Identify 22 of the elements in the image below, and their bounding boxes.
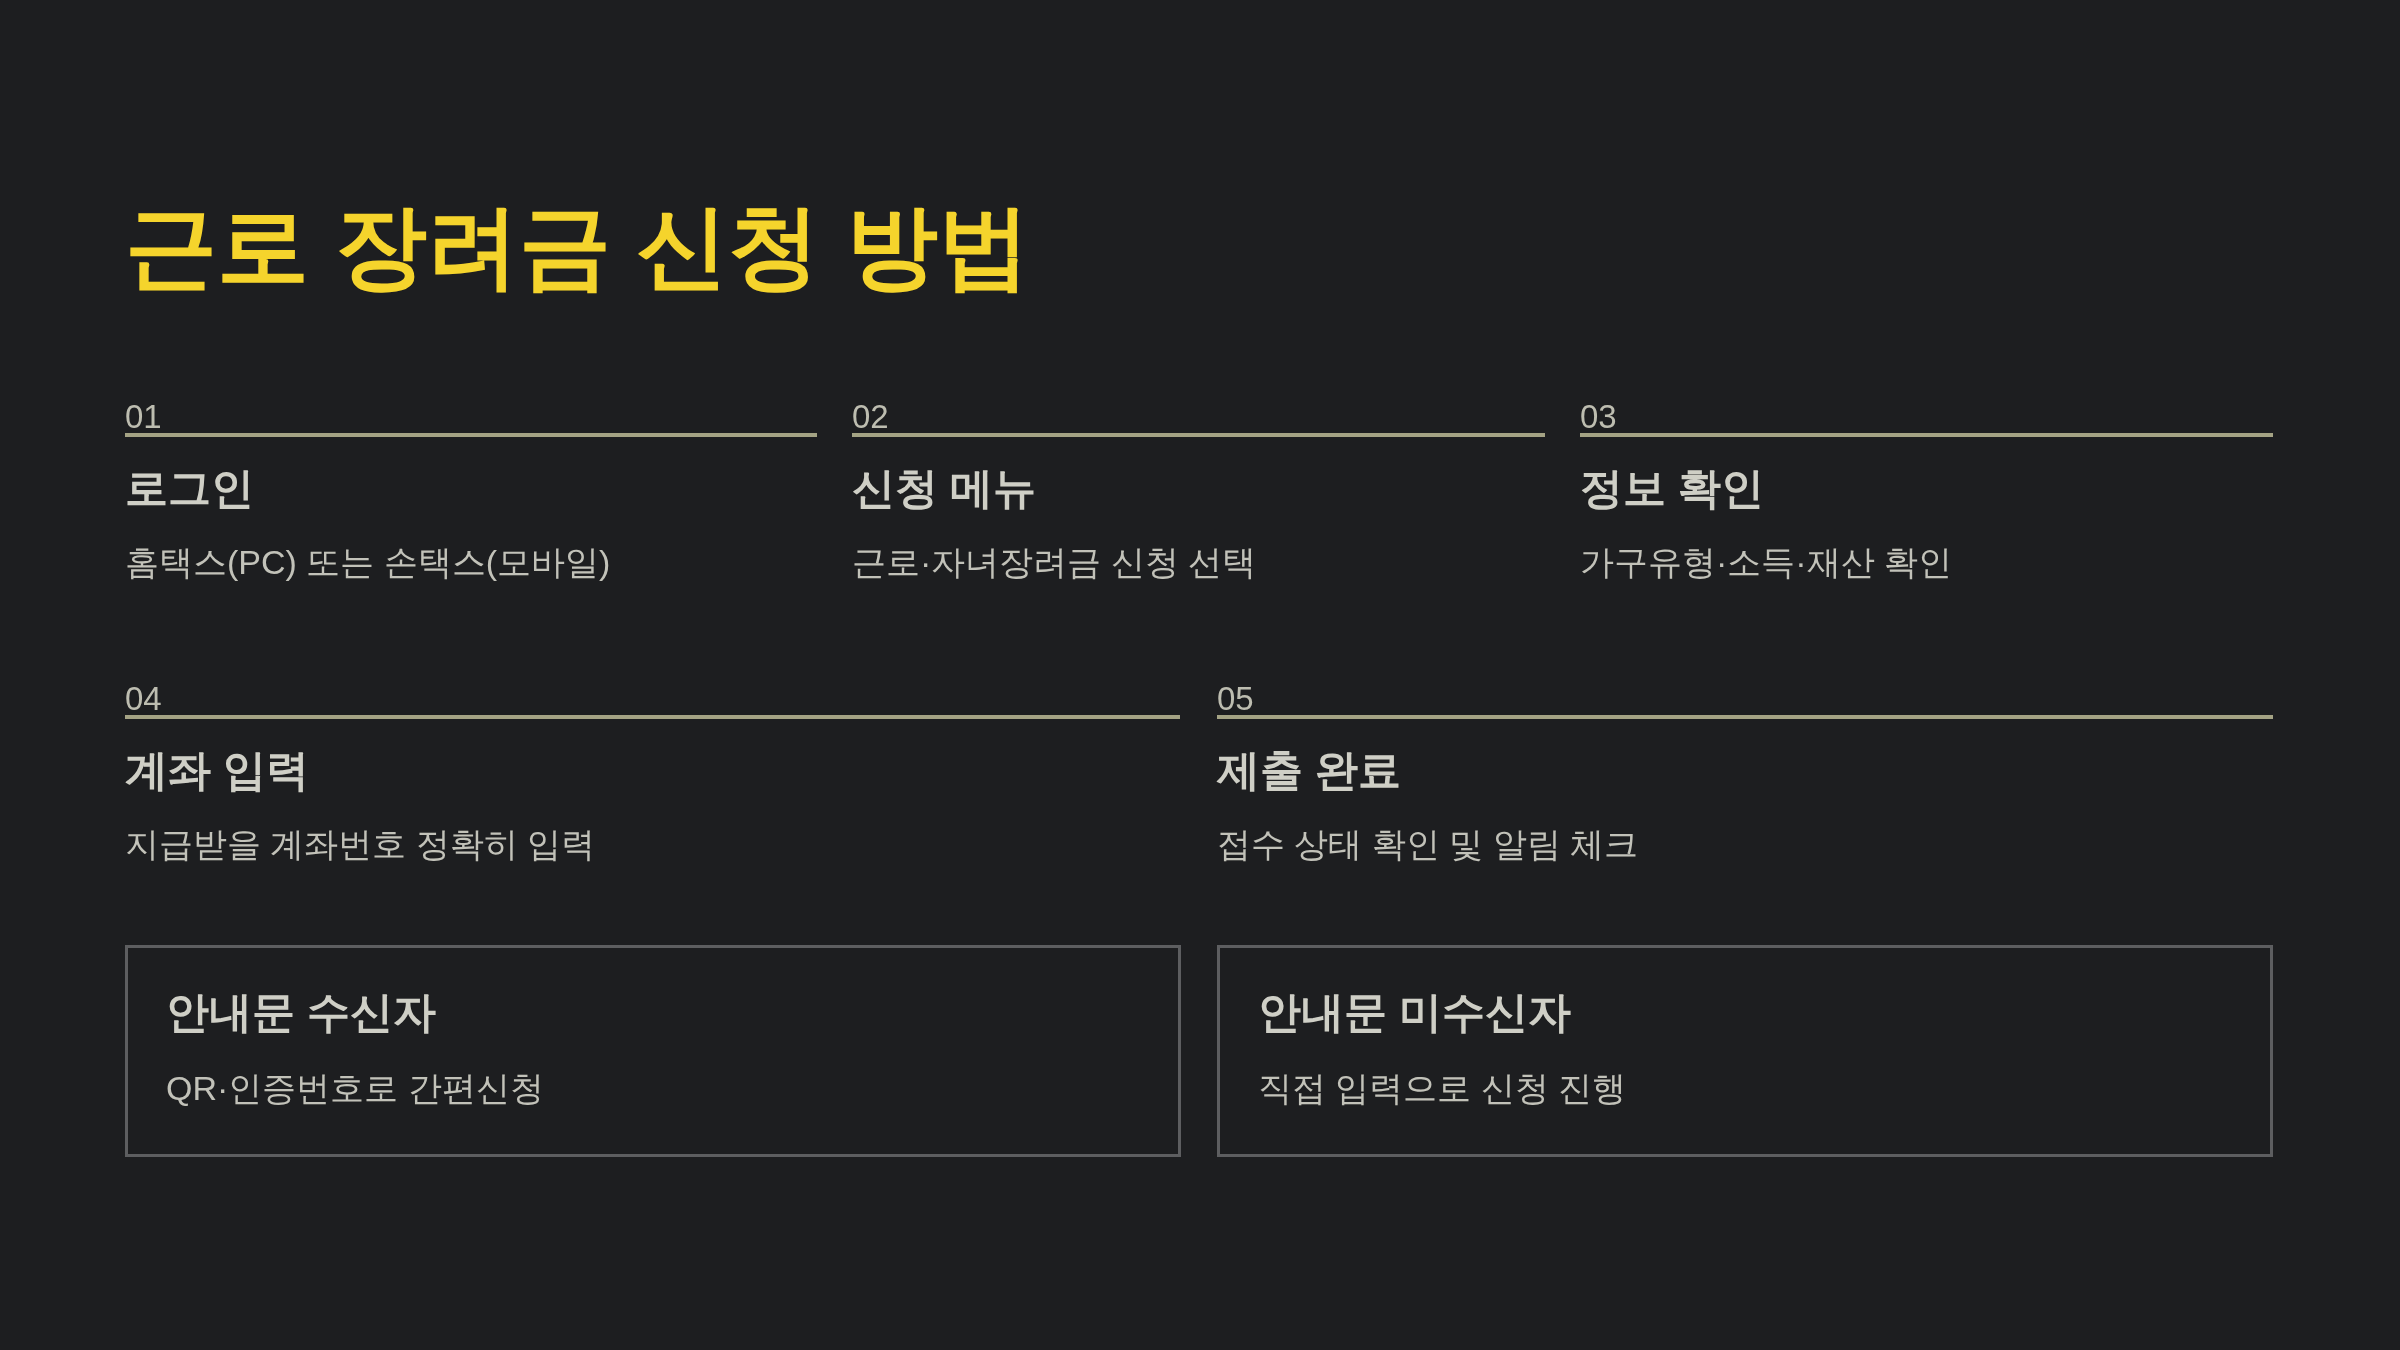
title: 근로 장려금 신청 방법 (125, 194, 1030, 299)
card-heading: 안내문 미수신자 (1258, 987, 1571, 1038)
step-heading: 로그인 (125, 463, 254, 514)
info-card (1217, 945, 2273, 1157)
step-description: 가구유형·소득·재산 확인 (1580, 542, 1953, 583)
card-description: QR·인증번호로 간편신청 (166, 1068, 544, 1109)
step-heading: 신청 메뉴 (852, 463, 1036, 514)
info-card (125, 945, 1181, 1157)
step-description: 접수 상태 확인 및 알림 체크 (1217, 824, 1639, 865)
step-heading: 계좌 입력 (125, 745, 309, 796)
step-number: 02 (852, 398, 889, 436)
step-description: 홈택스(PC) 또는 손택스(모바일) (125, 542, 611, 583)
step-heading: 제출 완료 (1217, 745, 1401, 796)
card-heading: 안내문 수신자 (166, 987, 436, 1038)
step-heading: 정보 확인 (1580, 463, 1764, 514)
step-description: 지급받을 계좌번호 정확히 입력 (125, 824, 596, 865)
step-number: 01 (125, 398, 162, 436)
step-number: 03 (1580, 398, 1617, 436)
step-number: 05 (1217, 680, 1254, 718)
card-description: 직접 입력으로 신청 진행 (1258, 1068, 1627, 1109)
step-description: 근로·자녀장려금 신청 선택 (852, 542, 1257, 583)
step-number: 04 (125, 680, 162, 718)
